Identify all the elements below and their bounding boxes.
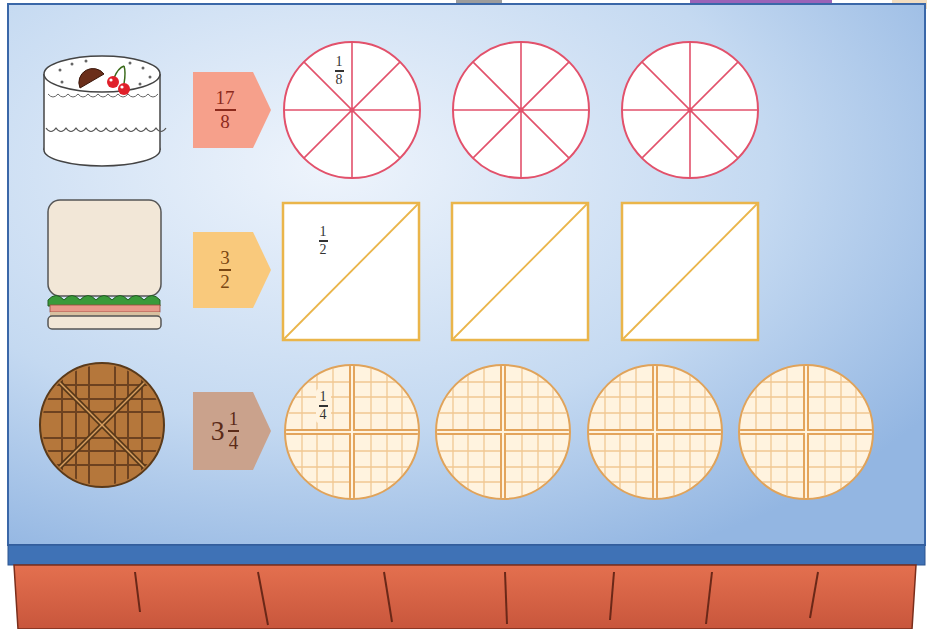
fraction-label: 178 (215, 88, 236, 131)
waffle-icon (36, 360, 170, 490)
tag-pentagon (193, 392, 271, 470)
denominator: 4 (319, 408, 328, 423)
numerator: 1 (319, 390, 328, 405)
fraction-label: 32 (219, 248, 231, 291)
piece-shape (283, 203, 419, 340)
fraction-label: 314 (211, 409, 239, 452)
menu-board (8, 4, 925, 545)
fraction-piece: 12 (283, 203, 419, 340)
tag-pentagon (193, 72, 271, 148)
fraction-bar (215, 109, 236, 111)
fraction: 32 (219, 248, 231, 291)
denominator: 2 (319, 243, 328, 258)
sandwich-icon (48, 200, 161, 329)
fraction-label: 18 (332, 54, 347, 89)
quarters-waffle (433, 362, 573, 502)
numerator: 17 (215, 88, 236, 108)
numerator: 1 (228, 409, 240, 429)
denominator: 8 (219, 112, 231, 132)
tag-shape (193, 232, 271, 308)
fraction-tag: 314 (193, 392, 271, 470)
numerator: 3 (219, 248, 231, 268)
fraction-bar (319, 240, 328, 242)
fraction-bar (335, 70, 344, 72)
piece-outline (284, 42, 420, 178)
fraction: 14 (319, 390, 328, 423)
piece-outline (282, 362, 422, 502)
fraction-label: 14 (316, 389, 331, 424)
fraction-tag: 32 (193, 232, 271, 308)
eighths-circle (622, 42, 758, 178)
brick-counter (14, 565, 916, 629)
eighths-circle (453, 42, 589, 178)
fraction-bar (228, 430, 240, 432)
fraction: 178 (215, 88, 236, 131)
fraction-tag: 178 (193, 72, 271, 148)
fraction-label: 12 (316, 224, 331, 259)
piece-shape (285, 365, 419, 499)
fraction: 12 (319, 225, 328, 258)
numerator: 1 (335, 55, 344, 70)
halves-square (452, 203, 588, 340)
quarters-waffle (585, 362, 725, 502)
board-edge (8, 545, 925, 565)
piece-outline (283, 203, 419, 340)
quarters-waffle (736, 362, 876, 502)
cake-icon (44, 56, 166, 166)
fraction: 18 (335, 55, 344, 88)
fraction-piece: 18 (284, 42, 420, 178)
whole-number: 3 (211, 417, 225, 445)
denominator: 8 (335, 73, 344, 88)
fraction: 14 (228, 409, 240, 452)
denominator: 2 (219, 272, 231, 292)
piece-shape (284, 42, 420, 178)
denominator: 4 (228, 433, 240, 453)
halves-square (622, 203, 758, 340)
fraction-bar (319, 405, 328, 407)
fraction-bar (219, 269, 231, 271)
tag-pentagon (193, 232, 271, 308)
numerator: 1 (319, 225, 328, 240)
fraction-piece: 14 (285, 365, 419, 499)
